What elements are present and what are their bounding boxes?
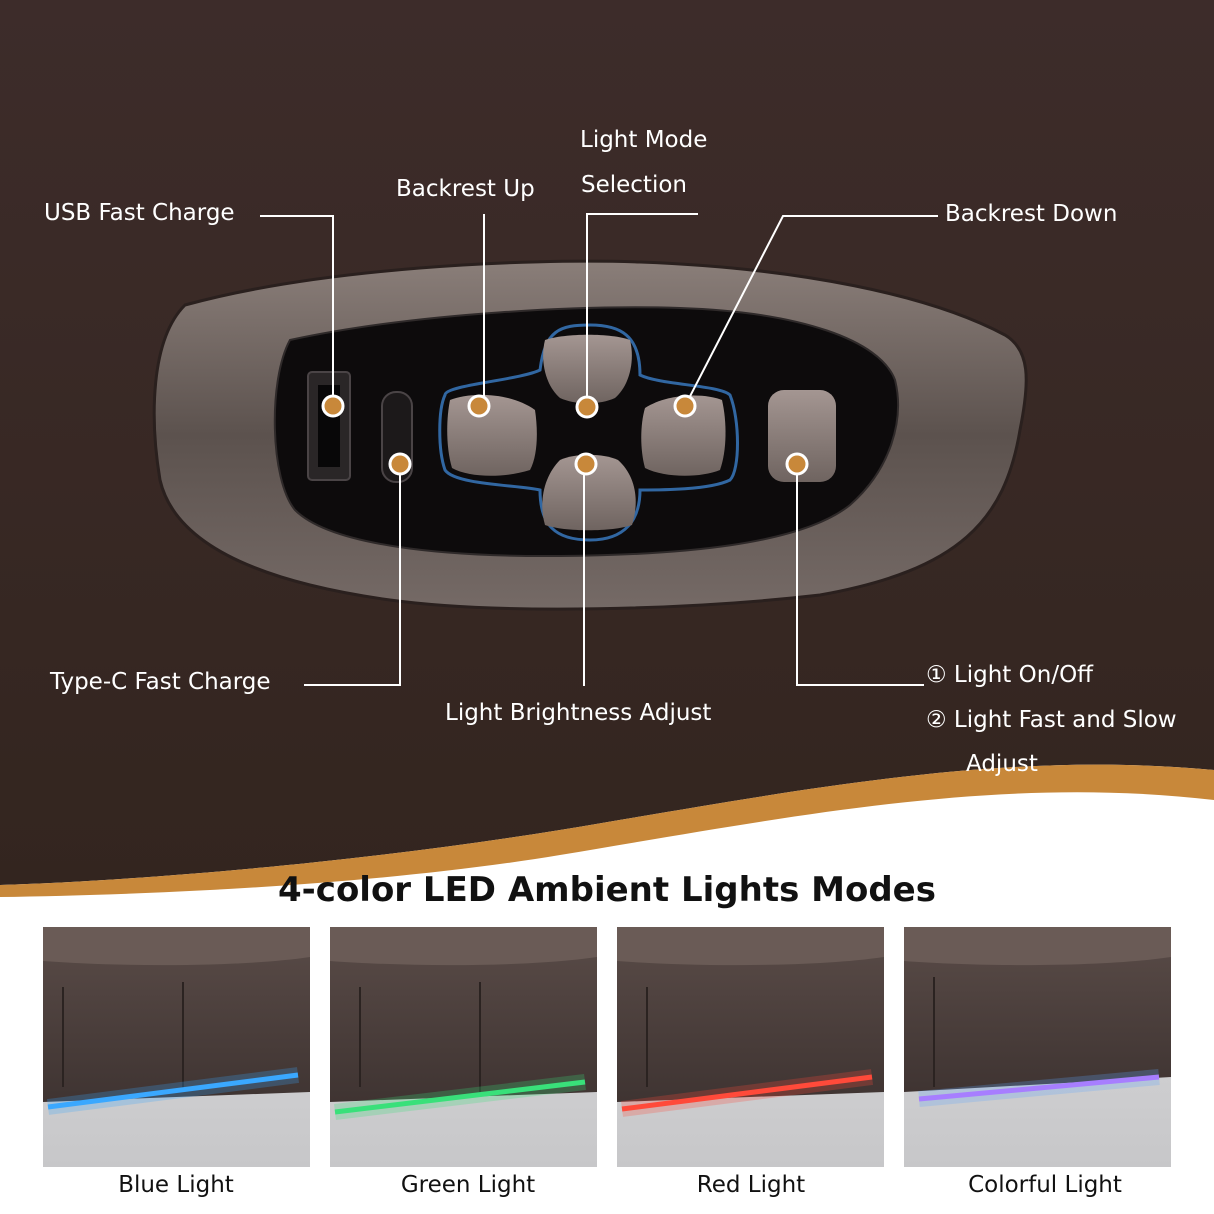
backrest-down-button xyxy=(641,395,726,476)
type-c-dot xyxy=(388,452,412,476)
caption-blue: Blue Light xyxy=(118,1172,234,1198)
photo-green xyxy=(330,927,597,1167)
backrest-up-button xyxy=(447,394,537,476)
panel-inner xyxy=(273,306,899,558)
light-mode-callout-line xyxy=(586,213,698,406)
light-on-off-button xyxy=(768,390,836,482)
section-title: 4-color LED Ambient Lights Modes xyxy=(278,870,936,910)
usb-label: USB Fast Charge xyxy=(44,200,235,226)
brightness-button xyxy=(542,454,636,531)
backrest-down-callout-line xyxy=(684,215,938,407)
on-off-dot xyxy=(785,452,809,476)
led-photos xyxy=(43,927,1171,1167)
dpad-glow xyxy=(438,323,739,542)
light-mode-label-line1: Light Mode xyxy=(580,127,708,153)
type-c-label: Type-C Fast Charge xyxy=(50,669,271,695)
light-mode-dot xyxy=(575,395,599,419)
brightness-dot xyxy=(574,452,598,476)
photo-colorful xyxy=(904,927,1171,1167)
on-off-callout-line xyxy=(796,464,924,686)
callout-lines xyxy=(260,213,938,686)
backrest-down-label: Backrest Down xyxy=(945,201,1118,227)
callout-dots xyxy=(321,394,809,476)
backrest-down-dot xyxy=(673,394,697,418)
photo-red xyxy=(617,927,884,1167)
fast-slow-label-line1: ② Light Fast and Slow xyxy=(926,707,1177,733)
fast-slow-label-line2: Adjust xyxy=(966,751,1038,777)
photo-blue xyxy=(43,927,310,1167)
type-c-callout-line xyxy=(304,464,401,686)
caption-colorful: Colorful Light xyxy=(968,1172,1122,1198)
light-mode-label-line2: Selection xyxy=(581,172,687,198)
on-off-label: ① Light On/Off xyxy=(926,662,1094,688)
backrest-up-dot xyxy=(467,394,491,418)
usb-callout-line xyxy=(260,215,334,405)
brightness-label: Light Brightness Adjust xyxy=(445,700,712,726)
usb-dot xyxy=(321,394,345,418)
caption-green: Green Light xyxy=(400,1172,536,1198)
caption-red: Red Light xyxy=(696,1172,806,1198)
backrest-up-label: Backrest Up xyxy=(396,176,535,202)
gold-swoosh xyxy=(0,764,1214,897)
